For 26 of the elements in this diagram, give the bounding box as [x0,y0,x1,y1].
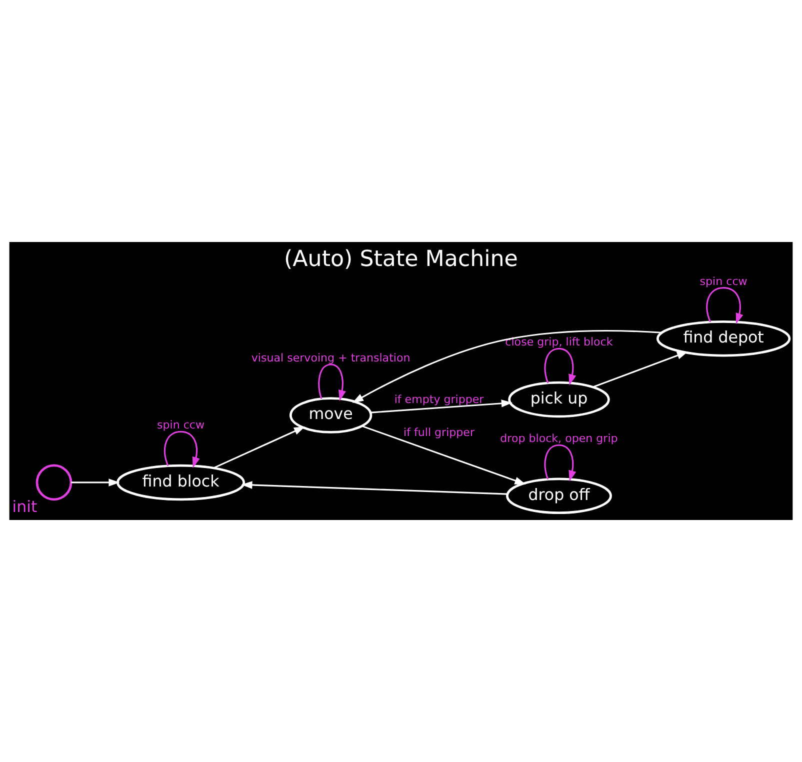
node-ellipse: find block [116,464,246,501]
arrow [370,400,512,414]
arrow [241,481,508,495]
diagram-title: (Auto) State Machine [284,246,518,272]
edge-label: if empty gripper [394,392,484,406]
edge-label: spin ccw [157,418,205,432]
arrow [592,352,688,388]
arrow [544,444,576,482]
edge-label: drop block, open grip [500,432,618,446]
node-ellipse: find depot [656,320,791,357]
arrow [352,330,662,403]
node-circle [36,464,72,501]
arrow [71,478,120,486]
arrow [544,348,576,386]
node-ellipse: move [289,397,372,434]
arrow [362,425,526,484]
node-label: init [12,497,38,516]
edge-label: if full gripper [404,426,475,439]
edge-label: close grip, lift block [505,336,613,349]
node-ellipse: pick up [508,381,610,418]
arrow [706,287,744,324]
arrow [318,364,346,402]
edge-label: spin ccw [700,274,748,288]
arrow [164,430,200,468]
edge-label: visual servoing + translation [251,352,410,365]
arrow [213,426,306,469]
